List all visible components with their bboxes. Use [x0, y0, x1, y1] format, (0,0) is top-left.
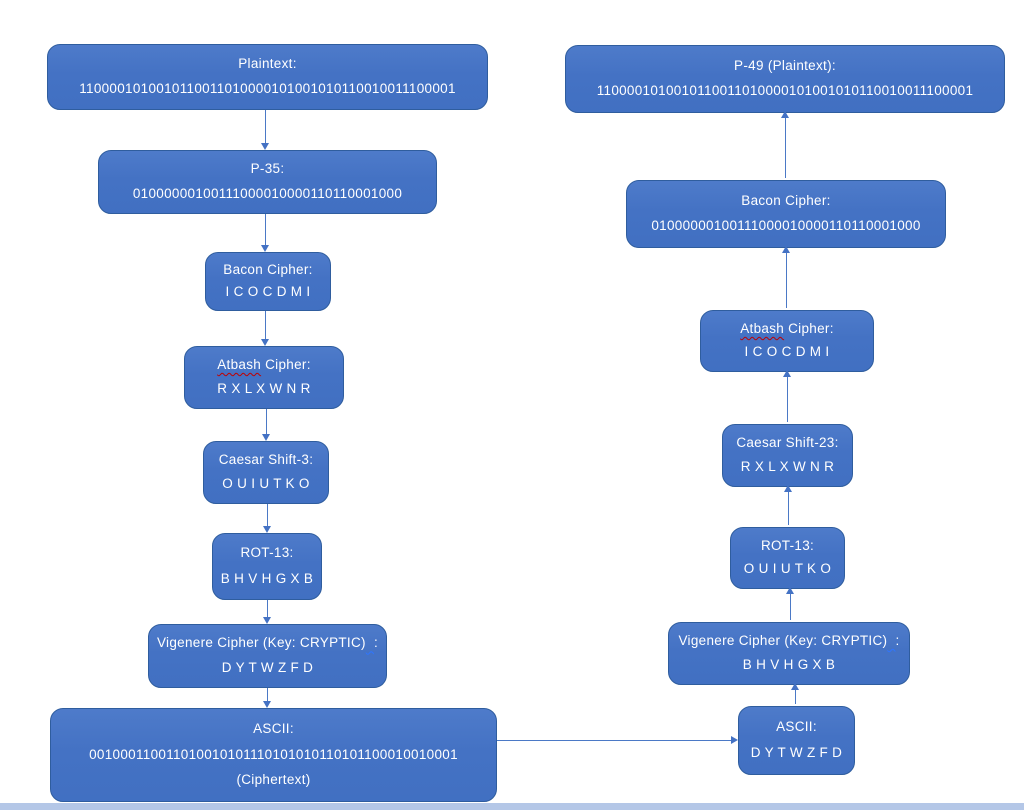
misspelled-word: Atbash	[217, 357, 262, 373]
node-title: Bacon Cipher:	[741, 192, 831, 208]
node-dec-p49[interactable]: P-49 (Plaintext): 1100001010010110011010…	[565, 45, 1005, 113]
node-value: R X L X W N R	[217, 381, 311, 397]
bottom-edge-bar	[0, 803, 1024, 810]
connector-bacon-to-atbash[interactable]	[261, 311, 269, 346]
connector-rot13-to-vigenere[interactable]	[263, 600, 271, 624]
connector-caesar-to-atbash[interactable]	[783, 370, 791, 422]
connector-ascii-to-vigenere[interactable]	[791, 683, 799, 704]
node-value: I C O C D M I	[225, 284, 311, 300]
node-value: I C O C D M I	[744, 344, 830, 360]
node-dec-bacon[interactable]: Bacon Cipher: 01000000100111000010000110…	[626, 180, 946, 248]
node-enc-ascii[interactable]: ASCII: 001000110011010010101110101010110…	[50, 708, 497, 802]
connector-rot13-to-caesar[interactable]	[784, 485, 792, 525]
node-value: 0010001100110100101011101010101101011000…	[89, 746, 458, 762]
node-dec-caesar23[interactable]: Caesar Shift-23: R X L X W N R	[722, 424, 853, 487]
node-title: P-35:	[250, 161, 285, 177]
node-value: B H V H G X B	[220, 570, 314, 586]
node-value: D Y T W Z F D	[750, 745, 843, 761]
node-enc-caesar3[interactable]: Caesar Shift-3: O U I U T K O	[203, 441, 329, 504]
connector-ciphertext-to-ascii[interactable]	[497, 736, 738, 744]
node-enc-bacon[interactable]: Bacon Cipher: I C O C D M I	[205, 252, 331, 311]
node-dec-atbash[interactable]: Atbash Cipher: I C O C D M I	[700, 310, 874, 372]
connector-bacon-to-p49[interactable]	[781, 111, 789, 178]
misspelled-word: Atbash	[740, 320, 785, 336]
node-title: Bacon Cipher:	[223, 261, 313, 277]
node-subtitle: (Ciphertext)	[236, 772, 311, 788]
node-value: 1100001010010110011010000101001010110010…	[596, 83, 974, 99]
node-value: 1100001010010110011010000101001010110010…	[79, 81, 456, 97]
node-enc-vigenere[interactable]: Vigenere Cipher (Key: CRYPTIC) : D Y T W…	[148, 624, 387, 688]
connector-vigenere-to-rot13[interactable]	[786, 587, 794, 620]
node-value: O U I U T K O	[743, 561, 832, 577]
node-title: ASCII:	[253, 720, 294, 736]
node-enc-atbash[interactable]: Atbash Cipher: R X L X W N R	[184, 346, 344, 409]
node-title: Atbash Cipher:	[217, 357, 311, 373]
node-title: Vigenere Cipher (Key: CRYPTIC) :	[678, 633, 900, 649]
node-title: Plaintext:	[238, 56, 297, 72]
connector-vigenere-to-ascii[interactable]	[263, 688, 271, 708]
node-dec-rot13[interactable]: ROT-13: O U I U T K O	[730, 527, 845, 589]
connector-atbash-to-caesar[interactable]	[262, 409, 270, 441]
node-enc-plaintext[interactable]: Plaintext: 11000010100101100110100001010…	[47, 44, 488, 110]
node-title: Vigenere Cipher (Key: CRYPTIC) :	[156, 635, 378, 651]
node-value: 01000000100111000010000110110001000	[132, 185, 403, 201]
connector-caesar-to-rot13[interactable]	[263, 504, 271, 533]
node-title: P-49 (Plaintext):	[734, 57, 836, 73]
node-value: B H V H G X B	[742, 657, 836, 673]
connector-plaintext-to-p35[interactable]	[261, 110, 269, 150]
connector-p35-to-bacon[interactable]	[261, 214, 269, 252]
node-value: R X L X W N R	[740, 459, 835, 475]
node-value: O U I U T K O	[222, 476, 310, 492]
grammar-mark	[366, 635, 374, 650]
connector-atbash-to-bacon[interactable]	[782, 246, 790, 308]
node-enc-rot13[interactable]: ROT-13: B H V H G X B	[212, 533, 322, 600]
node-value: 01000000100111000010000110110001000	[651, 218, 921, 234]
node-title: Caesar Shift-23:	[736, 435, 839, 451]
node-dec-vigenere[interactable]: Vigenere Cipher (Key: CRYPTIC) : B H V H…	[668, 622, 910, 685]
node-dec-ascii[interactable]: ASCII: D Y T W Z F D	[738, 706, 855, 775]
node-enc-p35[interactable]: P-35: 0100000010011100001000011011000100…	[98, 150, 437, 214]
node-title: Atbash Cipher:	[740, 320, 834, 336]
node-title: ROT-13:	[760, 537, 815, 553]
node-value: D Y T W Z F D	[221, 659, 314, 675]
node-title: ROT-13:	[240, 545, 294, 561]
node-title: ASCII:	[776, 719, 817, 735]
node-title: Caesar Shift-3:	[218, 452, 314, 468]
